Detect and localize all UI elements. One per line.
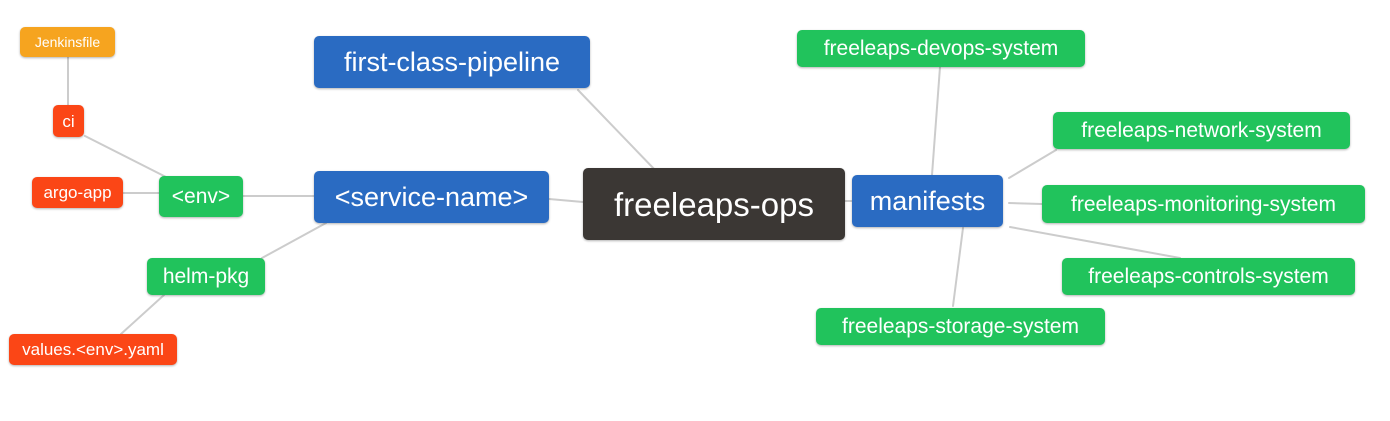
node-argo-app[interactable]: argo-app — [32, 177, 123, 208]
node-env[interactable]: <env> — [159, 176, 243, 217]
edge-values-helm-pkg — [120, 294, 165, 335]
edge-manifests-devops-system — [931, 66, 941, 176]
edge-helm-pkg-service-name — [261, 222, 327, 259]
node-jenkinsfile[interactable]: Jenkinsfile — [20, 27, 115, 57]
node-helm-pkg[interactable]: helm-pkg — [147, 258, 265, 295]
edge-manifests-controls-system — [1009, 226, 1181, 259]
node-service-name[interactable]: <service-name> — [314, 171, 549, 223]
node-freeleaps-ops[interactable]: freeleaps-ops — [583, 168, 845, 240]
edge-manifests-storage-system — [952, 227, 964, 307]
node-monitoring-system[interactable]: freeleaps-monitoring-system — [1042, 185, 1365, 223]
node-first-class-pipeline[interactable]: first-class-pipeline — [314, 36, 590, 88]
edge-pipeline-freeleaps-ops — [577, 89, 658, 173]
edge-manifests-network-system — [1008, 149, 1057, 179]
edge-service-name-freeleaps-ops — [548, 198, 584, 203]
node-values-env-yaml[interactable]: values.<env>.yaml — [9, 334, 177, 365]
node-storage-system[interactable]: freeleaps-storage-system — [816, 308, 1105, 345]
node-ci[interactable]: ci — [53, 105, 84, 137]
edge-manifests-monitoring-system — [1008, 202, 1043, 205]
node-network-system[interactable]: freeleaps-network-system — [1053, 112, 1350, 149]
edge-ci-env — [84, 135, 167, 178]
node-devops-system[interactable]: freeleaps-devops-system — [797, 30, 1085, 67]
node-manifests[interactable]: manifests — [852, 175, 1003, 227]
node-controls-system[interactable]: freeleaps-controls-system — [1062, 258, 1355, 295]
